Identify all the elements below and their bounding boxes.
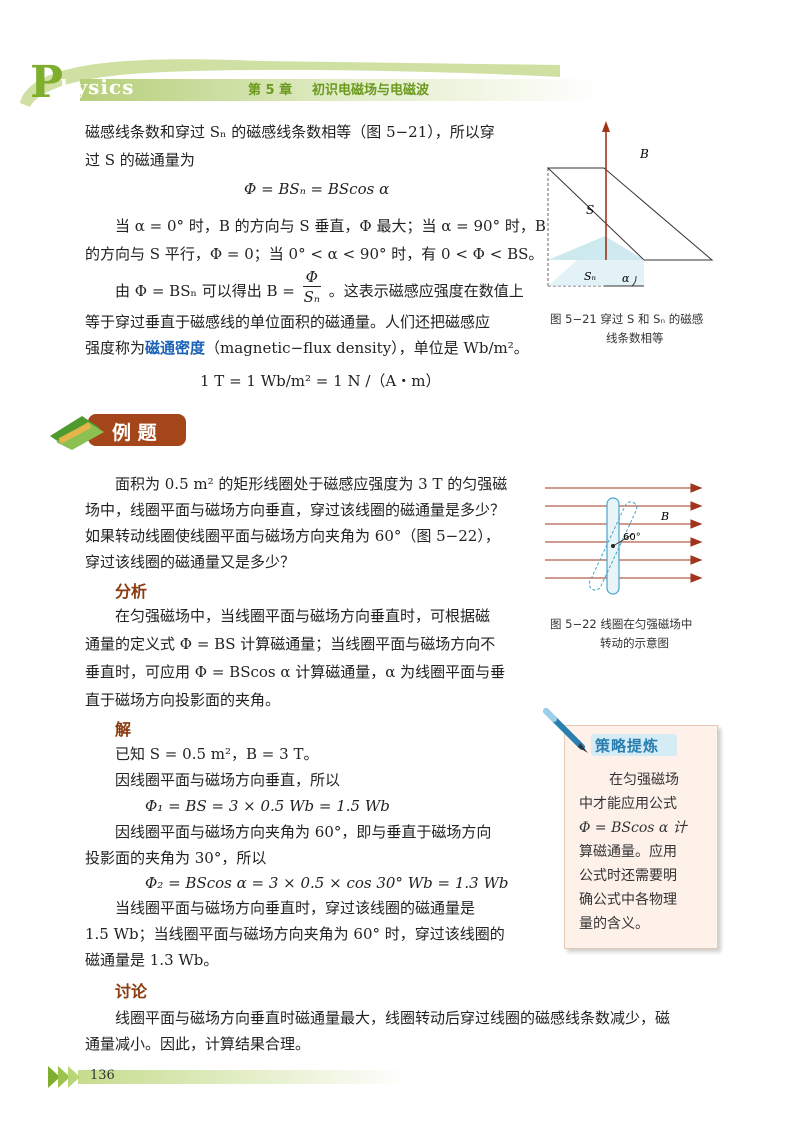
analysis-line3: 垂直时，可应用 Φ = BScos α 计算磁通量，α 为线圈平面与垂 [85, 663, 506, 681]
body-p3-line2: 等于穿过垂直于磁感线的单位面积的磁通量。人们还把磁感应 [85, 313, 491, 331]
tip-line1: 在匀强磁场 [609, 772, 679, 788]
equation-flux: Φ = BSₙ = BScos α [244, 180, 390, 198]
label-B: B [639, 147, 649, 161]
tip-line7: 量的含义。 [579, 916, 649, 932]
field-arrow-head [602, 121, 610, 132]
body-p3-line1: 由 Φ = BSₙ 可以得出 B = Φ Sₙ 。这表示磁感应强度在数值上 [115, 268, 524, 308]
question-line4: 穿过该线圈的磁通量又是多少？ [85, 553, 296, 571]
fraction: Φ Sₙ [302, 268, 321, 307]
solution-line1: 已知 S = 0.5 m²，B = 3 T。 [115, 745, 319, 763]
fraction-numerator: Φ [302, 268, 321, 287]
page-footer: 136 [0, 1062, 800, 1092]
tip-title-badge [591, 734, 677, 756]
body-p2-line2: 的方向与 S 平行，Φ = 0；当 0° < α < 90° 时，有 0 < Φ… [85, 245, 544, 263]
solution-line6: 1.5 Wb；当线圈平面与磁场方向夹角为 60° 时，穿过该线圈的 [85, 925, 505, 943]
logo-word: hysics [60, 75, 135, 99]
pen-icon [543, 708, 588, 753]
caption-5-22-line1: 图 5−22 线圈在匀强磁场中 [550, 617, 693, 631]
solution-eq1: Φ₁ = BS = 3 × 0.5 Wb = 1.5 Wb [145, 797, 390, 815]
tip-title: 策略提炼 [595, 737, 660, 755]
discussion-line1: 线圈平面与磁场方向垂直时磁通量最大，线圈转动后穿过线圈的磁感线条数减少，磁 [115, 1009, 671, 1027]
solution-heading: 解 [115, 720, 132, 739]
page-number: 136 [90, 1068, 115, 1083]
plane-S [546, 167, 714, 261]
caption-5-22-line2: 转动的示意图 [600, 636, 669, 650]
caption-5-21-line2: 线条数相等 [606, 331, 664, 345]
footer-chevrons [48, 1066, 408, 1088]
body-p3-line3: 强度称为磁通密度（magnetic−flux density），单位是 Wb/m… [85, 334, 529, 362]
label-Sn: Sₙ [584, 270, 596, 283]
term-magnetic-flux-density: 磁通密度 [145, 339, 206, 357]
tip-line4: 算磁通量。应用 [579, 844, 677, 860]
chapter-title: 初识电磁场与电磁波 [312, 83, 430, 98]
coil-center [611, 544, 615, 548]
strategy-tip-box: 策略提炼 在匀强磁场 中才能应用公式 Φ = BScos α 计 算磁通量。应用… [564, 725, 718, 949]
discussion-line2: 通量减小。因此，计算结果合理。 [85, 1035, 311, 1053]
body-p1-line1: 磁感线条数和穿过 Sₙ 的磁感线条数相等（图 5−21），所以穿 [85, 123, 495, 141]
solution-line2: 因线圈平面与磁场方向垂直，所以 [115, 771, 341, 789]
figure-5-22: B 60° [545, 483, 703, 595]
equation-tesla: 1 T = 1 Wb/m² = 1 N /（A・m） [200, 372, 441, 390]
body-p1-line2: 过 S 的磁通量为 [85, 151, 195, 169]
plane-lower [548, 236, 644, 286]
tip-line6: 确公式中各物理 [579, 892, 677, 908]
solution-line5: 当线圈平面与磁场方向垂直时，穿过该线圈的磁通量是 [115, 899, 476, 917]
example-banner: 例 题 [48, 408, 188, 450]
banner-graphic [50, 414, 186, 450]
solution-line4: 投影面的夹角为 30°，所以 [85, 849, 267, 867]
question-line1: 面积为 0.5 m² 的矩形线圈处于磁感应强度为 3 T 的匀强磁 [115, 475, 508, 493]
tip-line5: 公式时还需要明 [579, 868, 677, 884]
logo-letter: P [30, 57, 64, 108]
p3-line3-b: （magnetic−flux density），单位是 Wb/m²。 [205, 339, 529, 357]
discussion-heading: 讨论 [115, 982, 148, 1001]
analysis-line1: 在匀强磁场中，当线圈平面与磁场方向垂直时，可根据磁 [115, 607, 491, 625]
analysis-line4: 直于磁场方向投影面的夹角。 [85, 691, 281, 709]
p3-line3-a: 强度称为 [85, 339, 146, 357]
solution-line7: 磁通量是 1.3 Wb。 [85, 951, 219, 969]
body-p2-line1: 当 α = 0° 时，B 的方向与 S 垂直，Φ 最大；当 α = 90° 时，… [115, 217, 546, 235]
coil-axis [612, 533, 634, 547]
analysis-heading: 分析 [115, 582, 148, 601]
solution-eq2: Φ₂ = BScos α = 3 × 0.5 × cos 30° Wb = 1.… [145, 874, 509, 892]
fraction-denominator: Sₙ [303, 288, 320, 306]
tip-line3: Φ = BScos α 计 [579, 820, 687, 836]
label-B-522: B [660, 510, 669, 523]
caption-5-21-line1: 图 5−21 穿过 S 和 Sₙ 的磁感 [550, 312, 704, 326]
chapter-number: 第 5 章 [248, 83, 293, 98]
label-S: S [586, 203, 594, 217]
question-line2: 场中，线圈平面与磁场方向垂直，穿过该线圈的磁通量是多少？ [85, 501, 506, 519]
label-60deg: 60° [623, 532, 641, 543]
angle-arc [631, 275, 637, 287]
solution-line3: 因线圈平面与磁场方向夹角为 60°，即与垂直于磁场方向 [115, 823, 492, 841]
question-line3: 如果转动线圈使线圈平面与磁场方向夹角为 60°（图 5−22）， [85, 527, 500, 545]
p3-text-a: 由 Φ = BSₙ 可以得出 B = [115, 282, 295, 300]
analysis-line2: 通量的定义式 Φ = BS 计算磁通量；当线圈平面与磁场方向不 [85, 635, 496, 653]
p3-text-b: 。这表示磁感应强度在数值上 [328, 282, 524, 300]
figure-5-21: B S Sₙ α [546, 121, 714, 287]
coil-rotated [588, 501, 638, 591]
tip-line2: 中才能应用公式 [579, 796, 677, 812]
header-swoosh [20, 59, 600, 107]
page-header: P hysics 第 5 章 初识电磁场与电磁波 [0, 55, 800, 110]
banner-label: 例 题 [112, 422, 157, 444]
label-alpha: α [622, 272, 630, 285]
